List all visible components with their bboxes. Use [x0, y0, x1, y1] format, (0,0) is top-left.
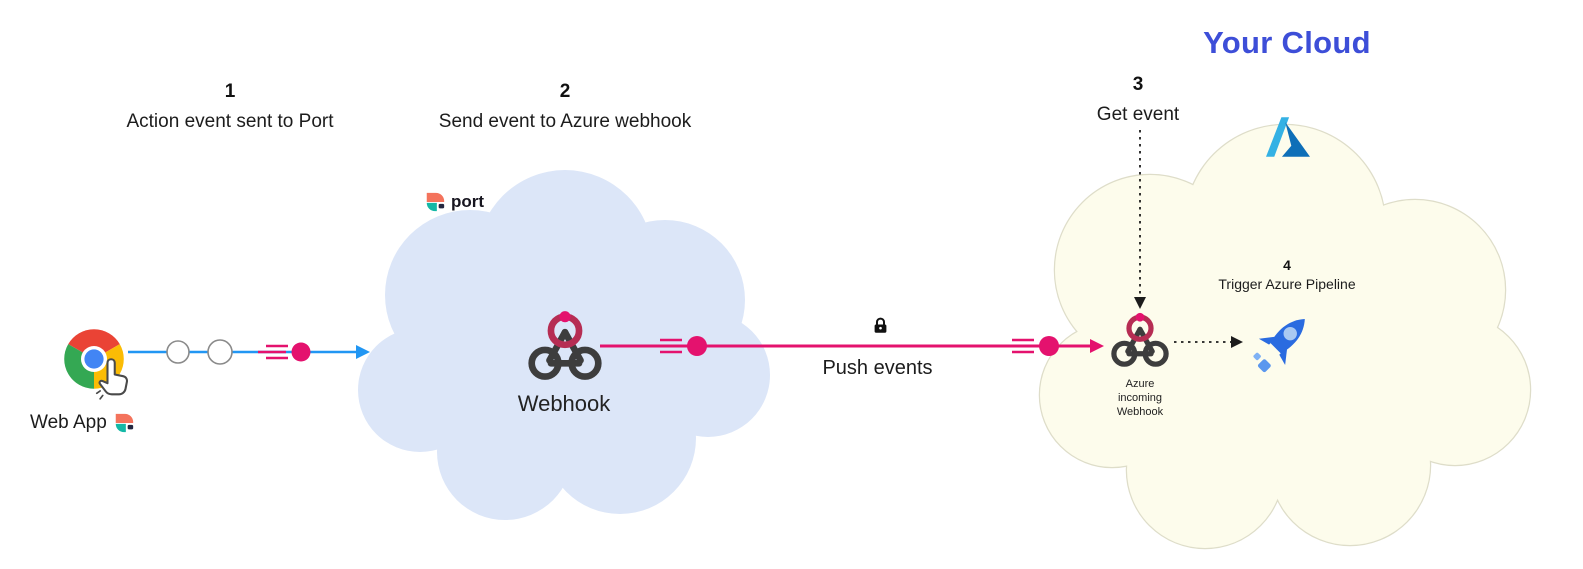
event-bubble: [166, 340, 190, 364]
speed-lines: [1004, 338, 1034, 354]
step3-label: Get event: [1096, 104, 1180, 125]
step1-label: Action event sent to Port: [126, 111, 334, 132]
webhook-label: Webhook: [517, 391, 611, 416]
step3-number: 3: [1132, 74, 1144, 95]
web-app-node: Web App: [30, 412, 135, 434]
azure-incoming-webhook-label: Azure incoming Webhook: [1090, 377, 1190, 419]
label-line: Webhook: [1116, 406, 1164, 418]
speed-lines: [652, 338, 682, 354]
step4-number: 4: [1283, 257, 1291, 273]
port-cloud-shape: [358, 170, 770, 520]
trigger-arrowhead: [1231, 336, 1243, 348]
azure-logo-icon: [1266, 117, 1310, 157]
get-event-arrowhead: [1134, 297, 1146, 309]
blue-arrowhead: [356, 345, 370, 359]
web-app-label: Web App: [30, 412, 107, 433]
pink-arrowhead: [1090, 339, 1104, 353]
port-logo-icon: [424, 191, 446, 213]
diagram-title: Your Cloud: [1203, 25, 1371, 60]
step2-number: 2: [559, 81, 571, 102]
port-brand-text: port: [451, 192, 485, 211]
label-line: incoming: [1117, 392, 1163, 404]
event-bubble: [207, 339, 233, 365]
step4-label: Trigger Azure Pipeline: [1218, 276, 1356, 292]
step2-label: Send event to Azure webhook: [438, 111, 692, 132]
port-logo-icon: [113, 412, 135, 434]
push-events-label: Push events: [822, 357, 933, 379]
webhook-icon: [528, 310, 602, 384]
azure-pipelines-rocket-icon: [1252, 310, 1318, 376]
lock-icon: [874, 317, 887, 333]
label-line: Azure: [1125, 378, 1155, 390]
step1-number: 1: [224, 81, 236, 102]
speed-dot: [687, 336, 707, 356]
speed-dot: [1039, 336, 1059, 356]
port-brand: port: [424, 191, 484, 213]
speed-lines: [258, 344, 288, 360]
speed-dot: [291, 342, 311, 362]
click-hand-cursor-icon: [95, 358, 129, 400]
azure-incoming-webhook-icon: [1111, 312, 1169, 370]
